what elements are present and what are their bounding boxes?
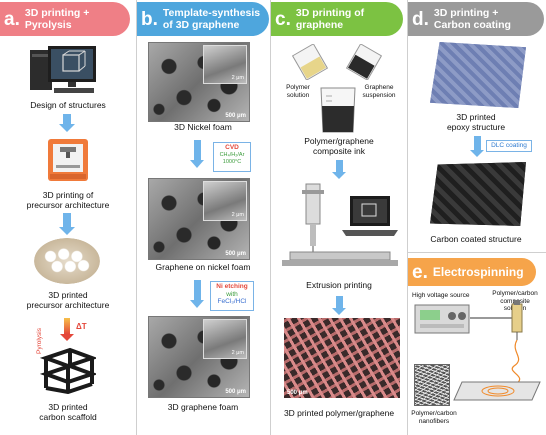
etch-detail: FeCl₃/HCl: [217, 298, 247, 305]
ink-beaker-icon: [320, 87, 356, 133]
panel-e-header: e. Electrospinning: [408, 258, 536, 286]
panel-b-title: Template-synthesis of 3D graphene: [162, 7, 261, 31]
etch-title: Ni etching: [216, 283, 248, 290]
caption-design: Design of structures: [30, 100, 106, 110]
panel-a-header: a. 3D printing + Pyrolysis: [0, 2, 130, 36]
caption-extrusion: Extrusion printing: [306, 280, 372, 290]
divider-ab: [136, 0, 137, 435]
caption-printed-precursor: 3D printed precursor architecture: [26, 290, 110, 310]
arrow-a1: [63, 114, 71, 124]
arrow-dlc: [474, 136, 481, 150]
carbon-scaffold-image: [40, 347, 96, 394]
panel-b-letter: b.: [141, 8, 158, 30]
label-polymer-solution: Polymer solution: [286, 84, 310, 99]
arrow-c1: [336, 160, 343, 172]
nanofiber-sem-image: [414, 364, 450, 406]
caption-composite-ink: Polymer/graphene composite ink: [304, 136, 374, 156]
panel-a-letter: a.: [4, 8, 20, 30]
pyrolysis-arrow: [64, 318, 70, 334]
3d-printer-icon: [48, 139, 88, 181]
etching-box: Ni etching with FeCl₃/HCl: [210, 281, 254, 311]
divider-bc: [270, 0, 271, 435]
label-graphene-suspension: Graphene suspension: [362, 84, 396, 99]
scale-bar: 500 μm: [225, 113, 246, 119]
high-voltage-source-icon: [414, 304, 470, 334]
panel-b-header: b. Template-synthesis of 3D graphene: [137, 2, 269, 36]
printed-grid-image: 500 μm: [284, 318, 400, 398]
cvd-title: CVD: [225, 144, 239, 151]
epoxy-structure-image: [430, 42, 526, 108]
caption-epoxy: 3D printed epoxy structure: [446, 112, 506, 132]
scale-bar: 500 μm: [225, 389, 246, 395]
cvd-box: CVD CH₄/H₂/Ar 1000°C: [213, 142, 251, 172]
panel-d-title: 3D printing + Carbon coating: [433, 7, 511, 31]
panel-c-header: c. 3D printing of graphene: [271, 2, 403, 36]
arrow-etching: [194, 280, 201, 300]
sem-graphene-on-nickel: 2 μm 500 μm: [148, 178, 250, 260]
caption-nickel-foam: 3D Nickel foam: [174, 122, 232, 132]
panel-c-letter: c.: [275, 8, 291, 30]
scale-bar: 500 μm: [225, 251, 246, 257]
arrow-a2: [63, 213, 71, 227]
caption-carbon-scaffold: 3D printed carbon scaffold: [39, 402, 97, 422]
divider-de: [407, 252, 546, 253]
caption-printing-precursor: 3D printing of precursor architecture: [26, 190, 110, 210]
extrusion-printer-icon: [282, 183, 398, 266]
divider-cd: [407, 0, 408, 435]
sem-inset: 2 μm: [203, 181, 247, 222]
cad-computer-icon: [30, 46, 96, 93]
scale-bar: 500 μm: [287, 390, 308, 396]
panel-d-header: d. 3D printing + Carbon coating: [408, 2, 544, 36]
delta-t-label: ΔT: [76, 322, 87, 331]
caption-graphene-foam: 3D graphene foam: [167, 402, 239, 412]
collector-plate-icon: [453, 381, 541, 401]
sem-nickel-foam: 2 μm 500 μm: [148, 42, 250, 122]
panel-e-title: Electrospinning: [432, 265, 524, 279]
cvd-detail: CH₄/H₂/Ar 1000°C: [219, 151, 245, 166]
caption-printed-polymer-graphene: 3D printed polymer/graphene: [283, 408, 395, 418]
label-high-voltage: High voltage source: [412, 292, 470, 299]
sem-inset: 2 μm: [203, 45, 247, 85]
carbon-coated-image: [430, 162, 526, 226]
panel-c-title: 3D printing of graphene: [295, 7, 365, 31]
sem-inset: 2 μm: [203, 319, 247, 360]
caption-graphene-nickel: Graphene on nickel foam: [155, 262, 251, 272]
etch-with: with: [226, 290, 238, 298]
precursor-lattice-image: [34, 238, 100, 284]
polymer-beaker-icon: [291, 44, 329, 80]
syringe-icon: [470, 300, 523, 385]
dlc-box: DLC coating: [486, 140, 532, 152]
arrow-cvd: [194, 140, 201, 160]
graphene-beaker-icon: [345, 44, 383, 80]
label-nanofibers: Polymer/carbon nanofibers: [411, 410, 457, 425]
sem-graphene-foam: 2 μm 500 μm: [148, 316, 250, 398]
arrow-c2: [336, 296, 343, 308]
caption-carbon-coated: Carbon coated structure: [430, 234, 522, 244]
panel-e-letter: e.: [412, 261, 428, 283]
panel-a-title: 3D printing + Pyrolysis: [24, 7, 90, 31]
panel-d-letter: d.: [412, 8, 429, 30]
